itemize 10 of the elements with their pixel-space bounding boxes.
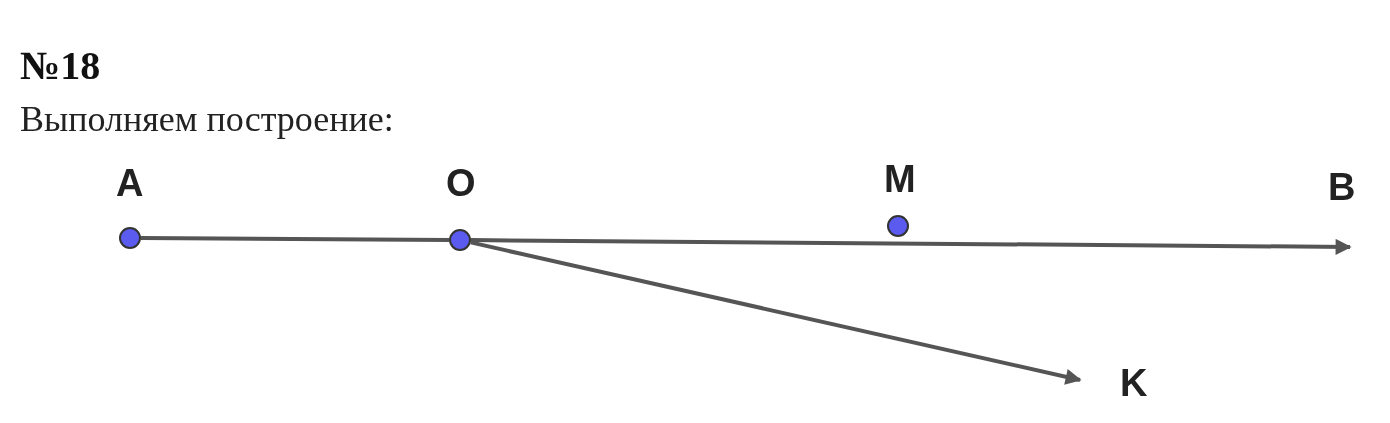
point-label: B [1328,168,1356,206]
title: №18 [20,42,101,89]
ray-arrow [470,240,1082,385]
point-label: O [446,164,476,202]
instruction-text: Выполняем построение: [20,98,394,140]
ray-arrow [471,238,1352,255]
point-label: M [884,160,916,198]
line-segment [141,236,449,242]
point-label: K [1120,364,1148,402]
point-label: A [116,164,144,202]
